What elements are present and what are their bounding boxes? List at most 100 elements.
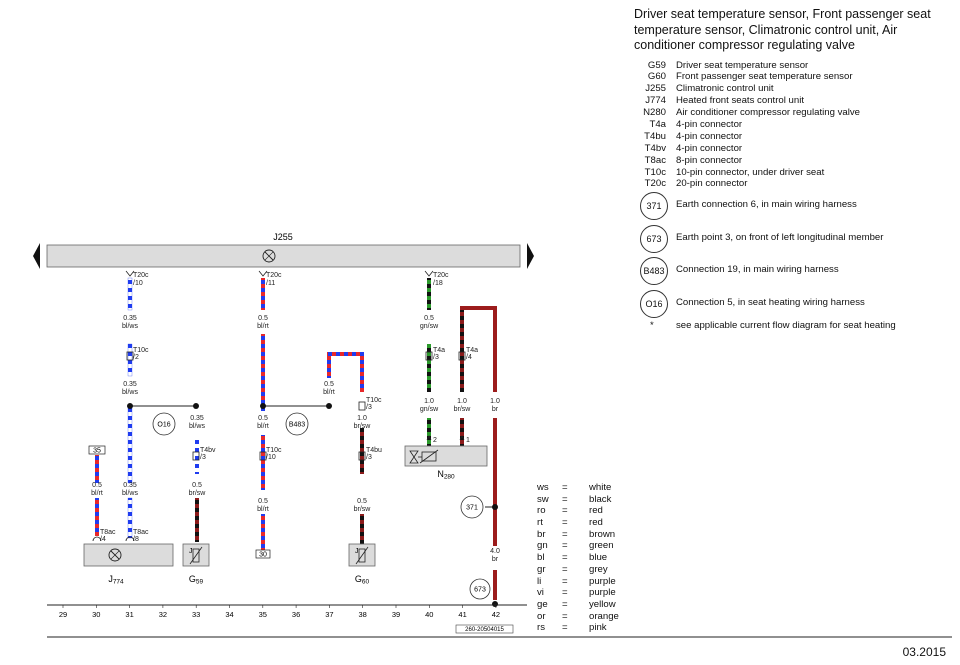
component-desc: 10-pin connector, under driver seat bbox=[676, 166, 825, 178]
pin-t10c-2-label: T10c/2 bbox=[133, 347, 149, 361]
track-number: 30 bbox=[92, 610, 100, 619]
earth-desc: Earth point 3, on front of left longitud… bbox=[676, 231, 884, 243]
track-number: 29 bbox=[59, 610, 67, 619]
color-name: blue bbox=[589, 552, 608, 564]
color-abbr: gn bbox=[537, 540, 548, 552]
connector-symbols bbox=[92, 270, 466, 542]
color-abbr: ge bbox=[537, 598, 548, 610]
color-abbr: vi bbox=[537, 587, 544, 599]
track-number: 34 bbox=[225, 610, 233, 619]
pin-t8ac-8-label: T8ac/8 bbox=[133, 529, 149, 543]
junction-dot-b483 bbox=[260, 403, 266, 409]
color-name: pink bbox=[589, 622, 607, 634]
wire-41-42-top bbox=[460, 306, 497, 310]
temperature-sensor-icon bbox=[355, 546, 369, 565]
component-code: G60 bbox=[647, 71, 666, 83]
connector-icon bbox=[425, 351, 433, 361]
circle-b483-label: B483 bbox=[289, 422, 305, 429]
wire-33-seg1 bbox=[195, 440, 199, 474]
color-abbr: rs bbox=[537, 622, 545, 634]
wire-33-seg2 bbox=[195, 498, 199, 542]
component-desc: 4-pin connector bbox=[676, 142, 743, 154]
pin-t4bv-3-label: T4bv/3 bbox=[200, 447, 216, 461]
junction-dot-37 bbox=[326, 403, 332, 409]
connector-icon bbox=[126, 351, 134, 361]
diagram-circles: O16 B483 371 673 bbox=[152, 412, 491, 600]
circle-371-label: 371 bbox=[466, 505, 478, 512]
component-n280: N280 bbox=[404, 445, 488, 481]
connector-icon bbox=[459, 435, 465, 441]
connector-icon bbox=[426, 435, 432, 441]
ref-box-30-label: 30 bbox=[259, 552, 267, 559]
connector-icon bbox=[358, 401, 366, 411]
wire-31-seg1 bbox=[127, 277, 133, 311]
wire-41-seg2 bbox=[460, 418, 464, 446]
earth-desc: Connection 5, in seat heating wiring har… bbox=[676, 296, 865, 308]
color-name: purple bbox=[589, 587, 616, 599]
j255-label: J255 bbox=[273, 232, 293, 242]
regulating-valve-icon bbox=[409, 449, 439, 464]
g60-box-letter: J bbox=[355, 548, 359, 555]
pin-n280-2-label: 2 bbox=[433, 437, 437, 444]
wire-38-seg3 bbox=[360, 514, 364, 544]
diagram-title: Driver seat temperature sensor, Front pa… bbox=[634, 7, 931, 52]
junction-dots bbox=[127, 403, 498, 607]
color-equals: = bbox=[562, 587, 568, 599]
pin-t4a-4-label: T4a/4 bbox=[466, 347, 478, 361]
wire-31-seg3 bbox=[127, 404, 133, 484]
component-g60: J G60 bbox=[348, 543, 376, 586]
component-desc: 4-pin connector bbox=[676, 118, 743, 130]
legend-panel: Driver seat temperature sensor, Front pa… bbox=[634, 7, 954, 334]
color-abbr: bl bbox=[537, 552, 545, 564]
note-mark: * bbox=[650, 320, 654, 332]
junction-dot-371 bbox=[492, 504, 498, 510]
color-abbr: ws bbox=[537, 482, 549, 493]
track-number: 38 bbox=[359, 610, 367, 619]
left-arrow-icon bbox=[33, 243, 40, 269]
component-code: T4bu bbox=[644, 130, 666, 142]
earth-desc: Connection 19, in main wiring harness bbox=[676, 264, 839, 276]
color-name: green bbox=[589, 540, 614, 552]
color-equals: = bbox=[562, 505, 568, 517]
ref-box-35-label: 35 bbox=[93, 448, 101, 455]
ref-box-35 bbox=[88, 445, 106, 455]
wire-38-seg2 bbox=[360, 428, 364, 474]
junction-dot-673 bbox=[492, 601, 498, 607]
issue-date: 03.2015 bbox=[902, 645, 946, 659]
connector-icon bbox=[358, 451, 366, 461]
component-code: J255 bbox=[645, 83, 666, 95]
circle-673-label: 673 bbox=[474, 587, 486, 594]
wire-31-seg4 bbox=[127, 497, 133, 539]
temperature-sensor-icon bbox=[189, 546, 203, 565]
color-equals: = bbox=[562, 575, 568, 587]
right-arrow-icon bbox=[527, 243, 534, 269]
component-row: G60 Front passenger seat temperature sens… bbox=[634, 71, 954, 83]
color-abbr: gr bbox=[537, 563, 546, 575]
track-number: 36 bbox=[292, 610, 300, 619]
wire-35-seg4 bbox=[261, 514, 265, 550]
control-unit-bar bbox=[46, 244, 521, 268]
wire-40-seg3 bbox=[427, 418, 431, 446]
color-equals: = bbox=[562, 563, 568, 575]
connector-icon bbox=[424, 270, 434, 277]
color-abbr: rt bbox=[537, 517, 543, 529]
component-desc: Front passenger seat temperature sensor bbox=[676, 71, 853, 83]
earth-circle: O16 bbox=[640, 289, 668, 318]
j774-box bbox=[83, 543, 174, 567]
color-name: white bbox=[589, 482, 612, 493]
wire-37-top bbox=[327, 352, 364, 356]
